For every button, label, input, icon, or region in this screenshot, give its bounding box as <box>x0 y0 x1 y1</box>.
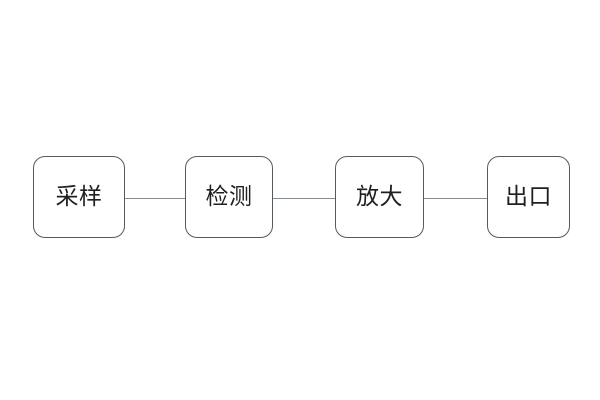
flow-node-output[interactable]: 出口 <box>487 156 570 238</box>
connector-amplify-to-output <box>424 198 487 199</box>
flow-node-label: 出口 <box>505 183 552 210</box>
flow-node-label: 放大 <box>356 183 403 210</box>
flow-node-label: 检测 <box>205 183 253 210</box>
flow-node-label: 采样 <box>55 183 103 210</box>
connector-sampling-to-detection <box>125 198 185 199</box>
flow-node-detection[interactable]: 检测 <box>185 156 273 238</box>
connector-detection-to-amplify <box>273 198 335 199</box>
flow-node-amplify[interactable]: 放大 <box>335 156 424 238</box>
flow-node-sampling[interactable]: 采样 <box>33 156 125 238</box>
